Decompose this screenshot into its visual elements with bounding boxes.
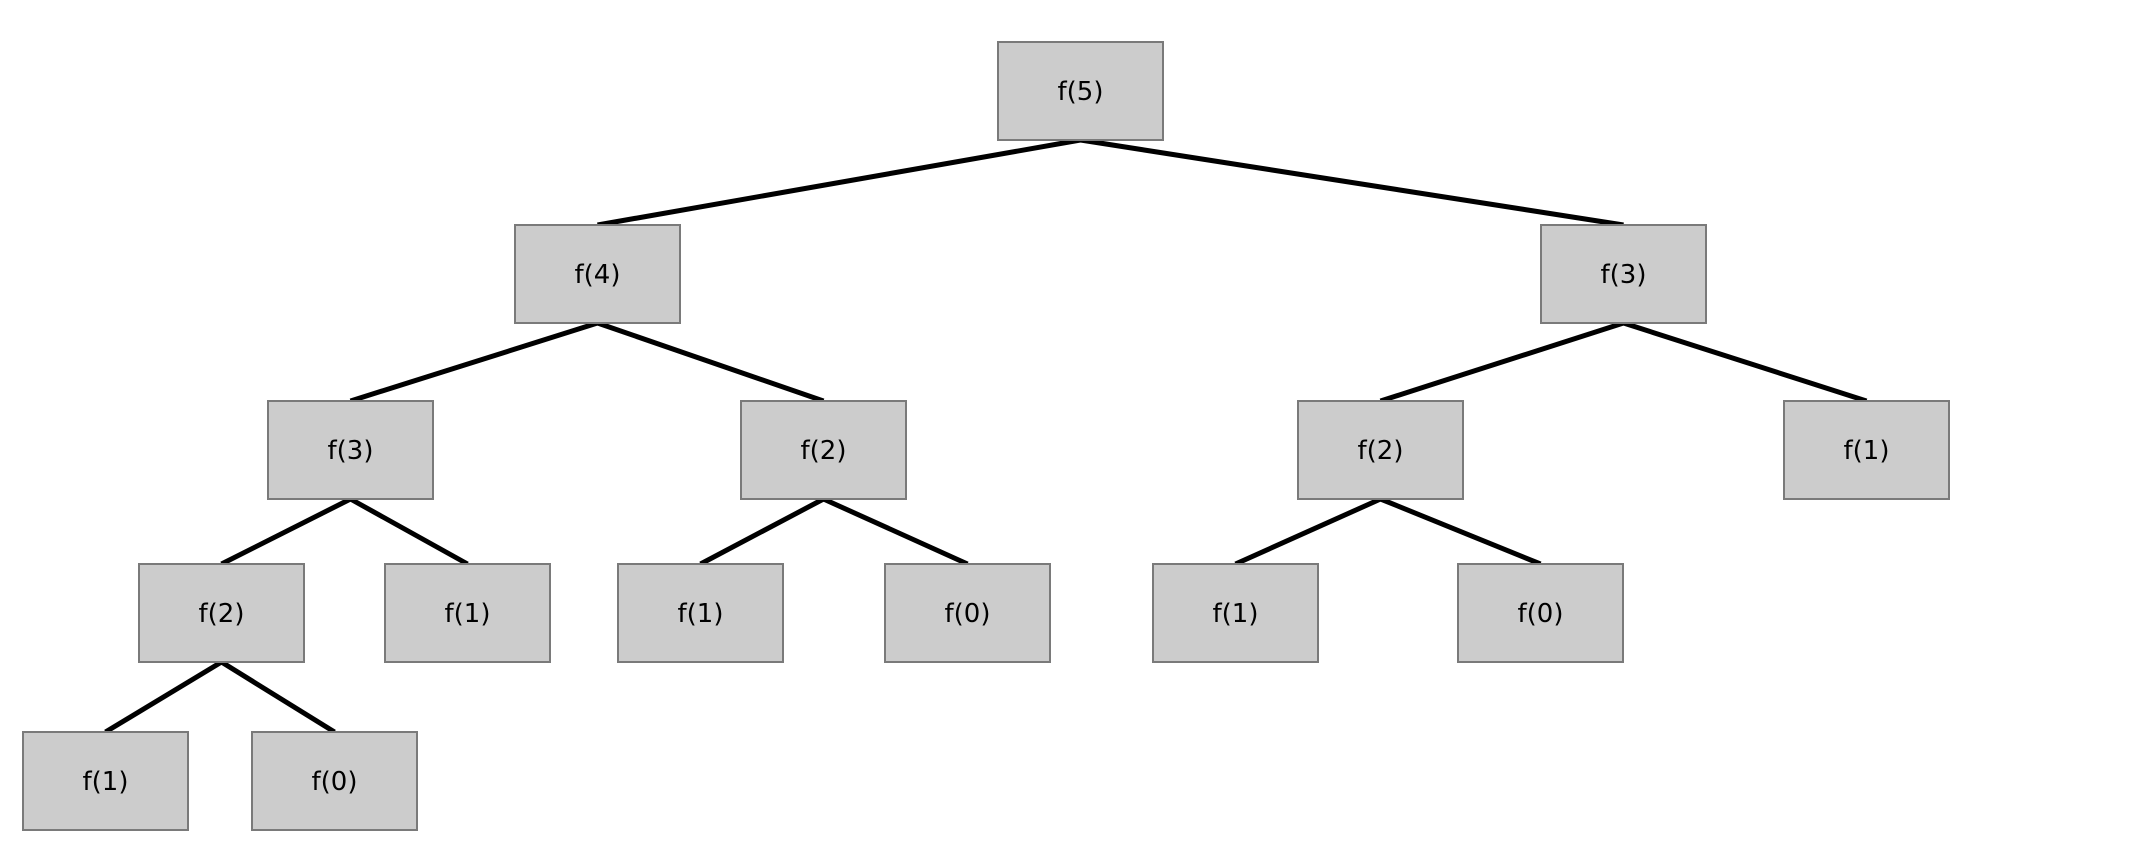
tree-edge-n3-n7 xyxy=(1622,320,1868,404)
tree-node: f(1) xyxy=(1783,400,1950,500)
tree-node-label: f(0) xyxy=(312,767,358,797)
tree-node-box xyxy=(997,41,1164,141)
tree-node: f(1) xyxy=(384,563,551,663)
tree-edge-n5-n10 xyxy=(699,496,825,567)
tree-edge-n5-n11 xyxy=(822,496,969,567)
tree-node-label: f(4) xyxy=(575,260,621,290)
tree-node: f(2) xyxy=(740,400,907,500)
tree-node-box xyxy=(1540,224,1707,324)
tree-node-label: f(0) xyxy=(945,599,991,629)
tree-node-box xyxy=(384,563,551,663)
tree-node: f(3) xyxy=(1540,224,1707,324)
tree-node: f(1) xyxy=(22,731,189,831)
tree-node-label: f(1) xyxy=(678,599,724,629)
tree-node: f(2) xyxy=(1297,400,1464,500)
tree-edge-n8-n15 xyxy=(220,659,336,735)
tree-node-label: f(2) xyxy=(199,599,245,629)
tree-node-box xyxy=(514,224,681,324)
tree-node-label: f(5) xyxy=(1058,77,1104,107)
tree-node: f(1) xyxy=(617,563,784,663)
tree-node: f(0) xyxy=(884,563,1051,663)
tree-edge-n6-n13 xyxy=(1379,496,1542,567)
tree-edges xyxy=(104,137,1868,735)
tree-node: f(0) xyxy=(1457,563,1624,663)
tree-node-label: f(2) xyxy=(1358,436,1404,466)
tree-edge-n2-n4 xyxy=(349,320,599,404)
tree-node: f(1) xyxy=(1152,563,1319,663)
tree-node-box xyxy=(1152,563,1319,663)
tree-node: f(4) xyxy=(514,224,681,324)
tree-node: f(0) xyxy=(251,731,418,831)
tree-node-box xyxy=(251,731,418,831)
tree-node-label: f(0) xyxy=(1518,599,1564,629)
tree-node-box xyxy=(740,400,907,500)
tree-node-box xyxy=(1297,400,1464,500)
tree-node-label: f(3) xyxy=(1601,260,1647,290)
tree-node-box xyxy=(138,563,305,663)
tree-node-label: f(1) xyxy=(1213,599,1259,629)
tree-node-box xyxy=(22,731,189,831)
tree-nodes: f(5) f(4) f(3) f(3) f(2) f(2) f(1) f(2) f(1) f(1)… xyxy=(22,41,1950,831)
tree-node: f(3) xyxy=(267,400,434,500)
tree-edge-n8-n14 xyxy=(104,659,223,735)
tree-node-box xyxy=(617,563,784,663)
tree-node-label: f(2) xyxy=(801,436,847,466)
tree-edge-n4-n9 xyxy=(349,496,469,567)
tree-node-box xyxy=(1783,400,1950,500)
tree-node-box xyxy=(1457,563,1624,663)
tree-edge-n2-n5 xyxy=(596,320,825,404)
tree-node-label: f(1) xyxy=(445,599,491,629)
tree-node-label: f(1) xyxy=(1844,436,1890,466)
tree-node-label: f(1) xyxy=(83,767,129,797)
tree-edge-n4-n8 xyxy=(220,496,352,567)
tree-edge-n3-n6 xyxy=(1379,320,1625,404)
tree-node-box xyxy=(267,400,434,500)
tree-edge-n1-n3 xyxy=(1080,137,1624,228)
tree-node: f(2) xyxy=(138,563,305,663)
tree-edge-n6-n12 xyxy=(1234,496,1382,567)
tree-node-box xyxy=(884,563,1051,663)
tree-edge-n1-n2 xyxy=(597,137,1081,228)
tree-node-label: f(3) xyxy=(328,436,374,466)
tree-node: f(5) xyxy=(997,41,1164,141)
